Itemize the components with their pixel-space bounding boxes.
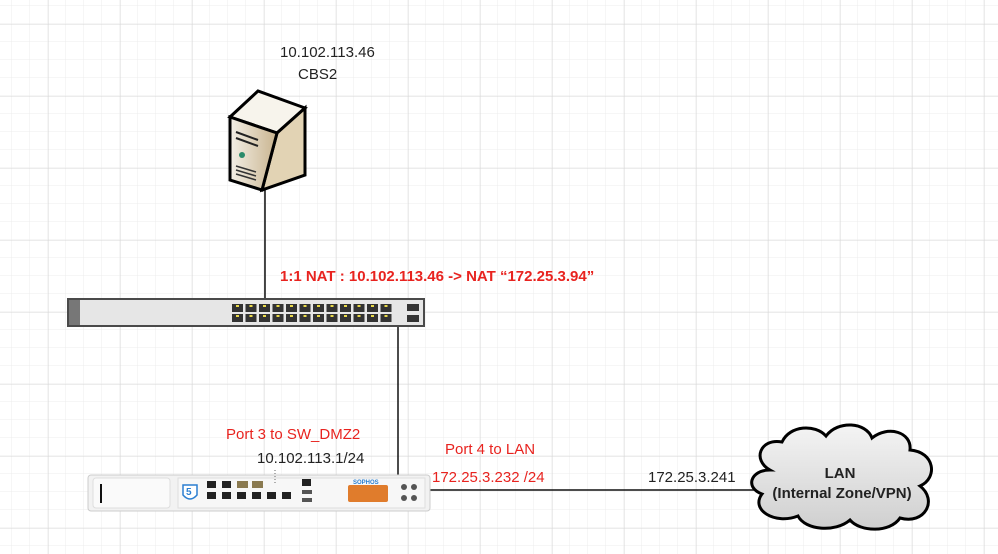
port-led [357, 315, 361, 317]
firewall-sfp [237, 481, 248, 488]
port-led [371, 315, 374, 317]
port-led [303, 315, 307, 317]
switch-port [326, 304, 338, 312]
port3-label: Port 3 to SW_DMZ2 [226, 426, 360, 443]
port-led [317, 305, 320, 307]
switch-port [232, 304, 243, 312]
lan-subtitle: (Internal Zone/VPN) [772, 485, 911, 502]
switch-port [299, 314, 311, 322]
firewall-port [222, 492, 231, 499]
switch-port [367, 304, 378, 312]
server-ip: 10.102.113.46 [280, 44, 375, 61]
mgmt-port [302, 479, 311, 486]
port-led [236, 315, 239, 317]
switch-port [367, 314, 378, 322]
server-icon[interactable] [227, 89, 308, 193]
firewall-icon[interactable]: 5 SOPHOS [87, 474, 431, 512]
switch-port [286, 314, 297, 322]
firewall-port [207, 481, 216, 488]
port-led [384, 305, 388, 307]
port-led [263, 305, 266, 307]
firewall-brand: SOPHOS [353, 480, 379, 486]
switch-port [259, 304, 270, 312]
port-led [249, 315, 253, 317]
sfp-port [407, 304, 419, 311]
switch-port [340, 314, 351, 322]
usb-port [302, 490, 312, 494]
port-led [290, 315, 293, 317]
port-led [263, 315, 266, 317]
port-led [371, 305, 374, 307]
port-led [236, 305, 239, 307]
port-led [330, 315, 334, 317]
switch-port [380, 304, 392, 312]
switch-port [380, 314, 392, 322]
firewall-port [252, 492, 261, 499]
switch-port [313, 314, 324, 322]
switch-port [232, 314, 243, 322]
switch-port [353, 304, 365, 312]
firewall-port [207, 492, 216, 499]
firewall-port [267, 492, 276, 499]
switch-port [340, 304, 351, 312]
switch-port [313, 304, 324, 312]
port-led [344, 315, 347, 317]
port-led [290, 305, 293, 307]
firewall-sfp [252, 481, 263, 488]
firewall-port [237, 492, 246, 499]
port-led [330, 305, 334, 307]
port-led [357, 305, 361, 307]
port-led [317, 315, 320, 317]
nat-rule-label: 1:1 NAT : 10.102.113.46 -> NAT “172.25.3… [280, 268, 594, 285]
switch-port [299, 304, 311, 312]
switch-port [272, 304, 284, 312]
port-led [303, 305, 307, 307]
port-led [249, 305, 253, 307]
port4-ip: 172.25.3.232 /24 [432, 469, 545, 486]
firewall-port [222, 481, 231, 488]
port-led [344, 305, 347, 307]
lan-title: LAN [825, 465, 856, 482]
port-led [276, 305, 280, 307]
port-led [384, 315, 388, 317]
lan-gateway-ip: 172.25.3.241 [648, 469, 736, 486]
switch-icon[interactable] [67, 298, 425, 327]
usb-port [302, 498, 312, 502]
switch-port [286, 304, 297, 312]
svg-text:5: 5 [186, 487, 192, 498]
switch-port [272, 314, 284, 322]
port4-label: Port 4 to LAN [445, 441, 535, 458]
port3-ip: 10.102.113.1/24 [257, 450, 364, 467]
switch-port [245, 314, 257, 322]
lan-cloud-icon[interactable]: LAN (Internal Zone/VPN) [750, 423, 933, 531]
switch-port [353, 314, 365, 322]
port-led [276, 315, 280, 317]
switch-port [326, 314, 338, 322]
server-name: CBS2 [298, 66, 337, 83]
switch-port [245, 304, 257, 312]
switch-port [259, 314, 270, 322]
firewall-port [282, 492, 291, 499]
sfp-port [407, 315, 419, 322]
